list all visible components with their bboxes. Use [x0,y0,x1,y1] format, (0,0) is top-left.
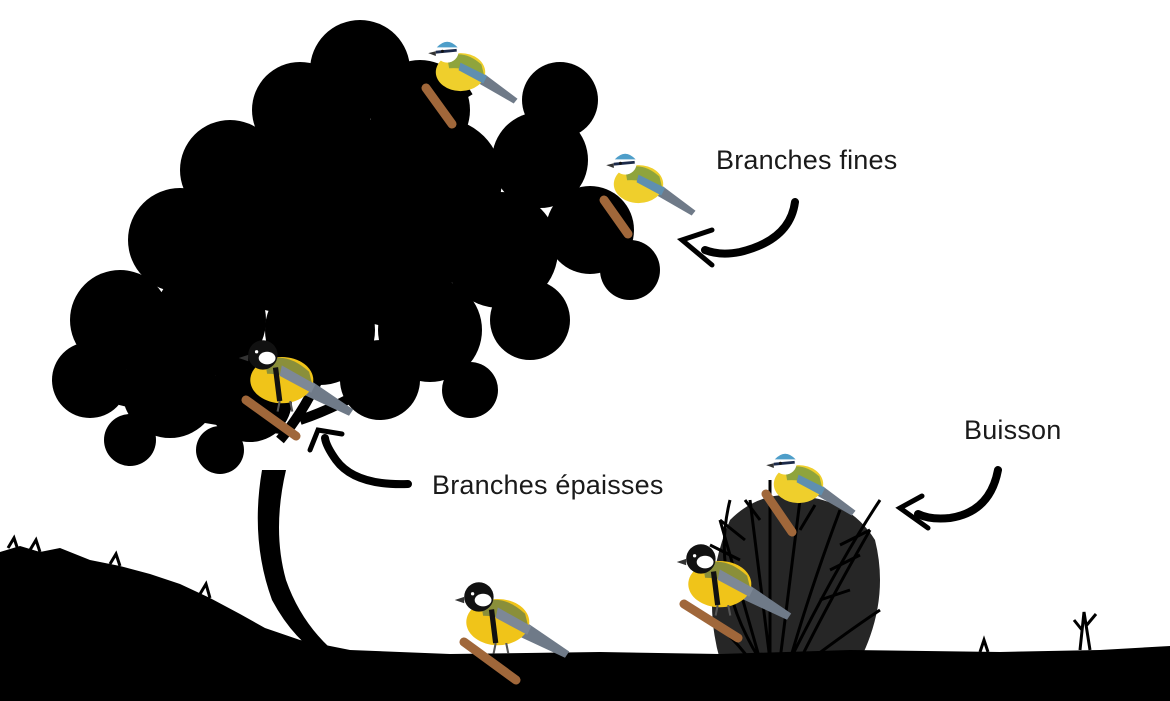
arrow-thin-branches [682,202,795,265]
label-thin-branches: Branches fines [716,145,897,176]
ground-silhouette [0,546,1170,701]
tree-trunk [258,470,330,648]
arrow-thick-branches [310,430,408,484]
label-thick-branches: Branches épaisses [432,470,664,501]
tree-canopy [52,20,660,474]
label-bush: Buisson [964,415,1061,446]
arrow-bush [900,470,998,528]
